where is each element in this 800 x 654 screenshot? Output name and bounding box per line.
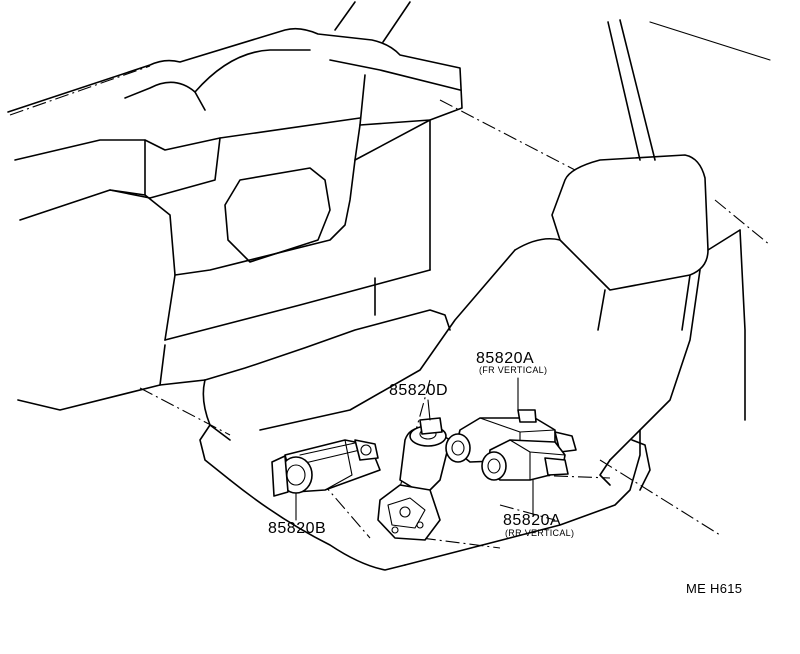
pillar-lines	[334, 1, 771, 161]
rr-vertical-part-number: 85820A	[503, 512, 562, 529]
fr-vertical-part-number: 85820A	[476, 350, 535, 367]
rr-vertical-note: (RR VERTICAL)	[505, 528, 575, 538]
fr-vertical-note: (FR VERTICAL)	[479, 365, 548, 375]
slide-motor	[377, 399, 451, 541]
reclining-part-number: 85820B	[268, 520, 327, 537]
slide-part-number: 85820D	[389, 382, 449, 399]
reclining-motor	[271, 439, 381, 521]
front-seat	[199, 154, 746, 571]
rear-seat	[7, 27, 463, 411]
figure-code: ME H615	[686, 581, 743, 596]
rear-vertical-motor	[481, 439, 569, 516]
reference-lines	[9, 65, 771, 549]
